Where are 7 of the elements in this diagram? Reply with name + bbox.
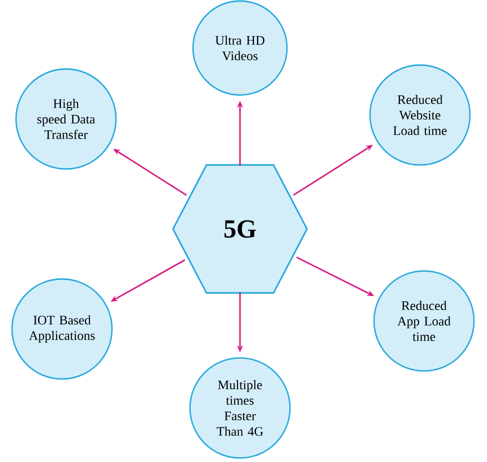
circle-node: Reduced App Load time [373, 270, 475, 372]
circle-node: Reduced Website Load time [369, 64, 471, 166]
circle-node: Multiple times Faster Than 4G [189, 357, 291, 459]
circle-node: Ultra HD Videos [192, 0, 288, 96]
circle-node: IOT Based Applications [11, 278, 113, 380]
circle-node: High speed Data Transfer [15, 68, 117, 170]
hexagon-node: 5G [172, 164, 308, 294]
